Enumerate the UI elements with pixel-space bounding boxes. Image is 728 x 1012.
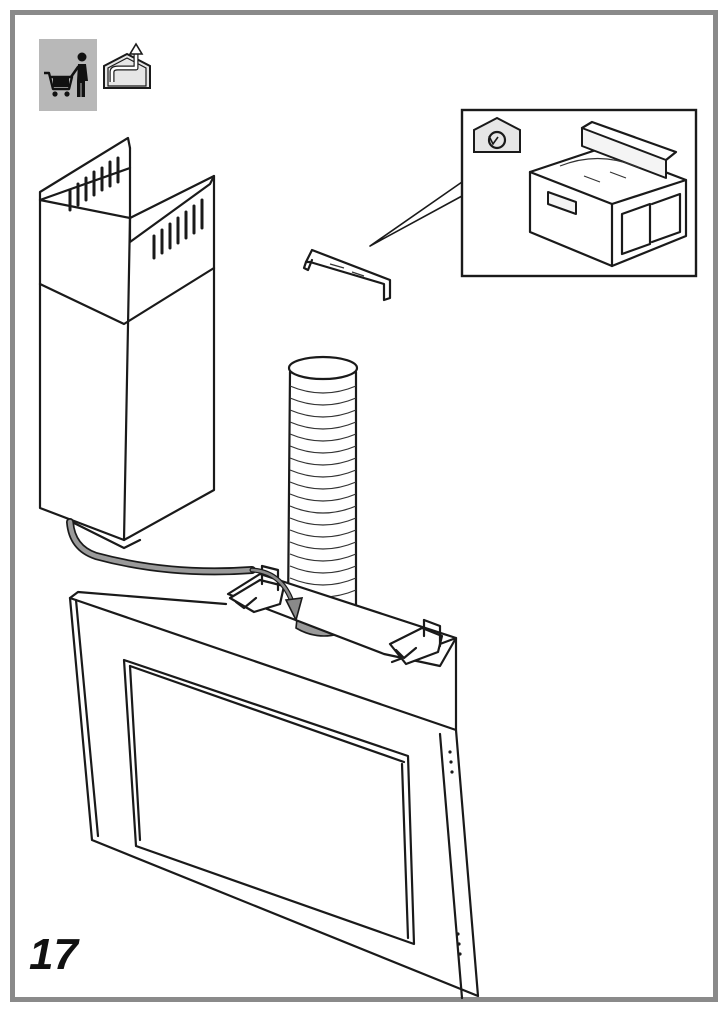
step-number: 17 [29,930,78,979]
hood-body [68,590,480,1000]
house-exhaust-arrow-icon [103,42,151,89]
chimney-cover [38,136,216,550]
hood-clip-right [388,618,444,666]
service-badge [39,39,97,111]
house-recirculation-icon [473,116,521,153]
power-cable [66,518,256,576]
recirculation-filter-box [528,120,688,268]
vent-slots-right [152,198,204,260]
cart-person-icon [44,52,88,97]
control-dots [448,750,462,956]
vent-slots-left [68,156,120,212]
insert-arrow [249,567,304,623]
detail-inset [460,108,698,278]
chimney-wall-bracket [302,248,392,302]
